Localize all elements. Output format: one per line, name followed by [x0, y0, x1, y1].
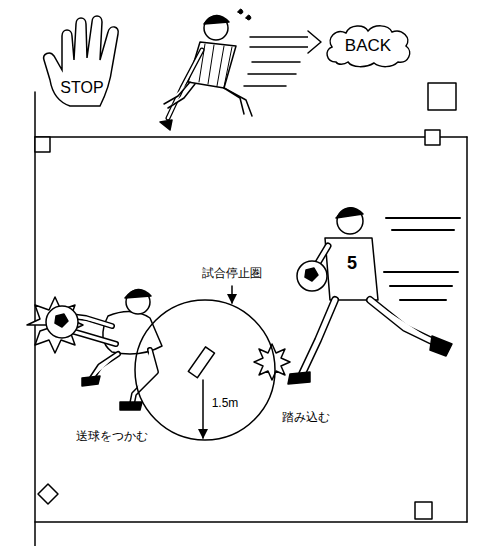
field-lines [466, 137, 468, 522]
stop-hand-line [44, 16, 119, 106]
motion-arrow [308, 31, 321, 53]
motion-arrow [250, 36, 310, 38]
stepping-runner [254, 208, 460, 384]
sliding-runner [168, 50, 202, 118]
catching-fielder [46, 306, 78, 338]
action-label: 踏み込む [282, 411, 330, 424]
sliding-runner [204, 16, 228, 40]
stop-circle-line [135, 300, 275, 440]
stepping-runner [325, 238, 378, 300]
home-plate [188, 347, 214, 378]
stepping-runner [302, 300, 335, 374]
sliding-runner [224, 88, 244, 114]
catching-fielder [120, 402, 142, 410]
back-cloud-line [327, 26, 410, 67]
radius-dimension: 1.5m [212, 397, 239, 410]
stop-word: STOP [60, 79, 103, 97]
zone-label: 試合停止圏 [202, 267, 262, 280]
sliding-runner [224, 88, 252, 116]
back-word: BACK [345, 37, 391, 56]
motion-arrow [252, 61, 300, 63]
stop-circle: 試合停止圏 1.5m [125, 262, 285, 447]
motion-arrow [248, 73, 296, 75]
sliding-runner [204, 15, 229, 24]
motion-arrow [244, 31, 321, 86]
catching-fielder [103, 311, 162, 354]
stop-circle-outline [125, 262, 285, 447]
stepping-runner [384, 218, 460, 300]
sliding-runner [168, 50, 202, 118]
sliding-runner [238, 9, 251, 20]
base [415, 502, 432, 519]
sliding-runner [160, 9, 252, 130]
stepping-runner [336, 208, 363, 218]
field-lines [34, 92, 36, 546]
dimension-line [202, 380, 204, 438]
action-label: 送球をつかむ [76, 430, 148, 443]
sliding-runner [160, 120, 172, 130]
catching-fielder [27, 297, 83, 353]
jersey-number: 5 [347, 254, 357, 274]
stepping-runner [337, 208, 363, 234]
leader-arrow [231, 286, 233, 303]
stop-hand: STOP [40, 14, 136, 110]
catching-fielder [92, 354, 118, 378]
leader-arrow [231, 286, 233, 303]
catching-fielder [126, 290, 150, 314]
stepping-runner [288, 372, 310, 384]
base [38, 484, 58, 504]
stepping-runner [430, 336, 452, 356]
base [425, 130, 440, 145]
back-cloud: BACK [322, 22, 414, 68]
stepping-runner [370, 300, 438, 344]
catching-fielder [92, 354, 118, 378]
sliding-runner [168, 84, 195, 108]
catching-fielder [82, 376, 100, 386]
dimension-line [202, 380, 204, 438]
catching-fielder [27, 289, 162, 410]
field-lines [35, 136, 467, 138]
stepping-runner [305, 268, 318, 281]
base [35, 83, 456, 519]
stepping-runner [370, 300, 438, 344]
field-lines [35, 92, 467, 546]
field-lines [35, 521, 467, 523]
catching-fielder [55, 314, 68, 327]
base [35, 137, 50, 152]
catching-fielder [125, 289, 151, 298]
home-plate [188, 347, 214, 378]
stepping-runner [297, 261, 327, 291]
motion-arrow [244, 85, 286, 87]
base [428, 83, 456, 110]
motion-arrow [250, 46, 310, 48]
stepping-runner [302, 300, 335, 374]
